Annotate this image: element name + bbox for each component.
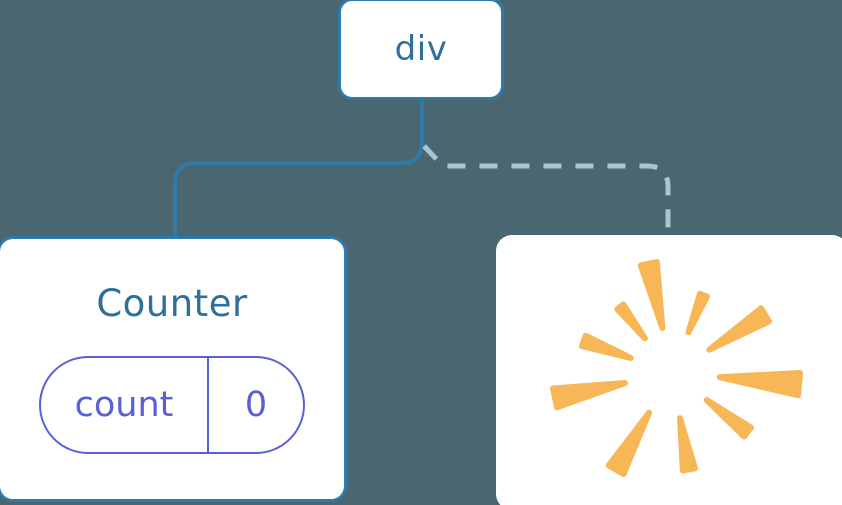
burst-ray-1	[685, 290, 710, 336]
state-key-cell: count	[41, 358, 209, 452]
state-value-cell: 0	[209, 358, 303, 452]
burst-ray-2	[706, 305, 773, 353]
node-div-label: div	[394, 29, 448, 69]
sparkle-burst-icon	[550, 259, 803, 477]
edge-div-counter	[173, 98, 424, 240]
state-value-label: 0	[244, 384, 268, 425]
burst-ray-8	[578, 332, 634, 361]
burst-ray-5	[677, 415, 698, 474]
state-pill-count[interactable]: count 0	[39, 356, 305, 454]
node-div[interactable]: div	[338, 0, 504, 100]
burst-ray-9	[614, 301, 648, 342]
node-counter-label: Counter	[96, 282, 248, 325]
burst-ray-4	[703, 397, 754, 440]
burst-ray-6	[605, 409, 652, 477]
node-burst[interactable]	[496, 235, 842, 505]
node-counter[interactable]: Counter count 0	[0, 236, 347, 502]
state-key-label: count	[74, 384, 174, 425]
burst-ray-0	[637, 259, 666, 331]
burst-ray-3	[716, 370, 803, 399]
burst-ray-7	[550, 380, 628, 411]
edge-div-burst	[422, 144, 671, 238]
